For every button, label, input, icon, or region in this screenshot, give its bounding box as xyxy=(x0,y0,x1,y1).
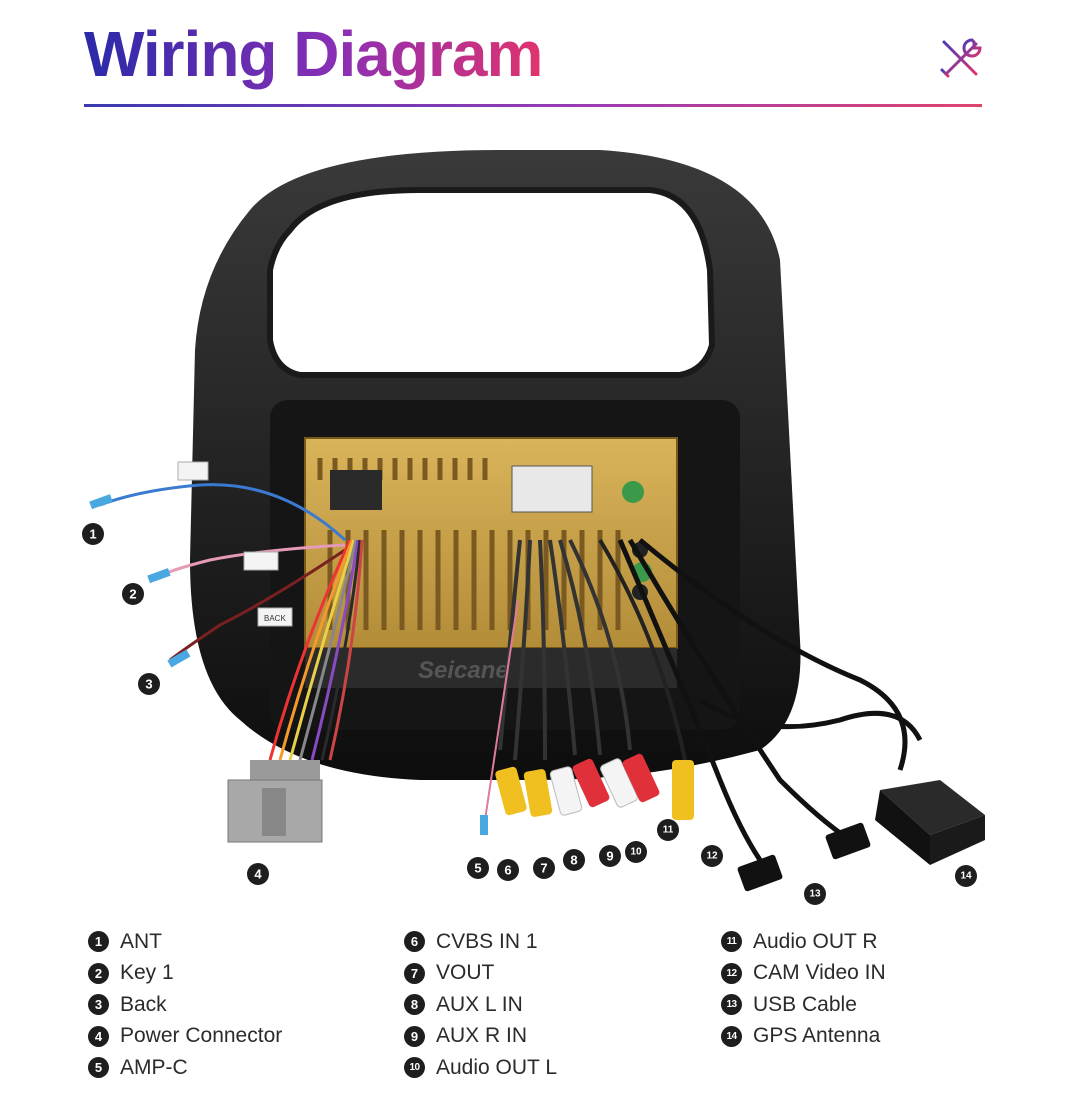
legend-label: CAM Video IN xyxy=(753,961,886,985)
legend-item: 7 VOUT xyxy=(404,958,557,990)
callout-14: 14 xyxy=(955,865,977,887)
svg-text:10: 10 xyxy=(630,847,642,858)
callout-5: 5 xyxy=(467,857,489,879)
legend-number: 6 xyxy=(404,931,425,953)
legend-item: 9 AUX R IN xyxy=(404,1021,557,1053)
svg-text:8: 8 xyxy=(570,853,577,868)
legend-label: GPS Antenna xyxy=(753,1024,881,1048)
svg-text:12: 12 xyxy=(706,851,718,862)
svg-text:1: 1 xyxy=(89,527,96,542)
legend-item: 10 Audio OUT L xyxy=(404,1052,557,1084)
callout-8: 8 xyxy=(563,849,585,871)
legend-item: 3 Back xyxy=(88,989,282,1021)
page-title: Wiring Diagram xyxy=(84,14,543,94)
power-connector xyxy=(227,760,323,843)
svg-text:13: 13 xyxy=(809,889,821,900)
rca-plugs xyxy=(495,753,694,820)
legend-label: AMP-C xyxy=(120,1055,188,1079)
svg-text:3: 3 xyxy=(145,677,152,692)
callout-9: 9 xyxy=(599,845,621,867)
legend-number: 14 xyxy=(721,1025,742,1047)
legend-item: 8 AUX L IN xyxy=(404,989,557,1021)
legend-label: Audio OUT R xyxy=(753,929,878,953)
legend-column-2: 6 CVBS IN 1 7 VOUT 8 AUX L IN 9 AUX R IN 10 A… xyxy=(404,926,557,1084)
callout-6: 6 xyxy=(497,859,519,881)
legend-number: 10 xyxy=(404,1057,425,1079)
legend-label: AUX R IN xyxy=(436,1024,528,1048)
legend-item: 4 Power Connector xyxy=(88,1021,282,1053)
svg-text:2: 2 xyxy=(129,587,136,602)
legend-column-1: 1 ANT 2 Key 1 3 Back 4 Power Connector 5 AMP-… xyxy=(88,926,282,1084)
legend-number: 2 xyxy=(88,962,109,984)
legend-item: 1 ANT xyxy=(88,926,282,958)
left-wires xyxy=(99,483,347,662)
rear-panel: Seicane xyxy=(304,437,678,688)
legend-item: 5 AMP-C xyxy=(88,1052,282,1084)
callout-13: 13 xyxy=(804,883,826,905)
legend-label: CVBS IN 1 xyxy=(436,929,538,953)
legend-label: Audio OUT L xyxy=(436,1055,558,1079)
legend-label: AUX L IN xyxy=(436,992,523,1016)
tools-icon xyxy=(940,38,982,78)
callout-4: 4 xyxy=(247,863,269,885)
callout-12: 12 xyxy=(701,845,723,867)
legend-number: 12 xyxy=(721,962,742,984)
rca-wires xyxy=(484,538,687,821)
svg-text:4: 4 xyxy=(254,867,262,882)
back-tag-label: BACK xyxy=(264,614,286,623)
callout-3: 3 xyxy=(138,673,160,695)
svg-text:14: 14 xyxy=(960,871,972,882)
legend-label: Back xyxy=(120,992,167,1016)
legend-number: 4 xyxy=(88,1025,109,1047)
legend-item: 14 GPS Antenna xyxy=(721,1021,886,1053)
legend-item: 12 CAM Video IN xyxy=(721,958,886,990)
legend-item: 13 USB Cable xyxy=(721,989,886,1021)
gps-antenna xyxy=(875,780,985,865)
legend-label: Key 1 xyxy=(120,961,174,985)
legend-label: ANT xyxy=(120,929,162,953)
legend: 1 ANT 2 Key 1 3 Back 4 Power Connector 5 AMP-… xyxy=(0,926,1080,1096)
callout-7: 7 xyxy=(533,857,555,879)
brand-label: Seicane xyxy=(418,657,509,684)
wiring-diagram: Seicane BACK xyxy=(82,150,985,905)
callout-1: 1 xyxy=(82,523,104,545)
legend-item: 6 CVBS IN 1 xyxy=(404,926,557,958)
legend-label: VOUT xyxy=(436,961,495,985)
legend-number: 9 xyxy=(404,1025,425,1047)
legend-number: 8 xyxy=(404,994,425,1016)
callout-2: 2 xyxy=(122,583,144,605)
legend-label: Power Connector xyxy=(120,1024,283,1048)
title-divider xyxy=(84,104,982,107)
usb-gps-cables xyxy=(617,538,923,862)
callout-10: 10 xyxy=(625,841,647,863)
legend-item: 2 Key 1 xyxy=(88,958,282,990)
callout-11: 11 xyxy=(657,819,679,841)
svg-text:11: 11 xyxy=(663,825,674,836)
legend-label: USB Cable xyxy=(753,992,857,1016)
svg-text:6: 6 xyxy=(504,863,511,878)
legend-number: 13 xyxy=(721,994,742,1016)
legend-number: 11 xyxy=(721,931,742,953)
svg-text:9: 9 xyxy=(606,849,613,864)
legend-number: 5 xyxy=(88,1057,109,1079)
svg-text:5: 5 xyxy=(474,861,481,876)
power-harness-wires xyxy=(268,539,364,761)
legend-column-3: 11 Audio OUT R 12 CAM Video IN 13 USB Cable… xyxy=(721,926,886,1052)
legend-number: 1 xyxy=(88,931,109,953)
legend-item: 11 Audio OUT R xyxy=(721,926,886,958)
svg-text:7: 7 xyxy=(540,861,547,876)
legend-number: 3 xyxy=(88,994,109,1016)
legend-number: 7 xyxy=(404,962,425,984)
